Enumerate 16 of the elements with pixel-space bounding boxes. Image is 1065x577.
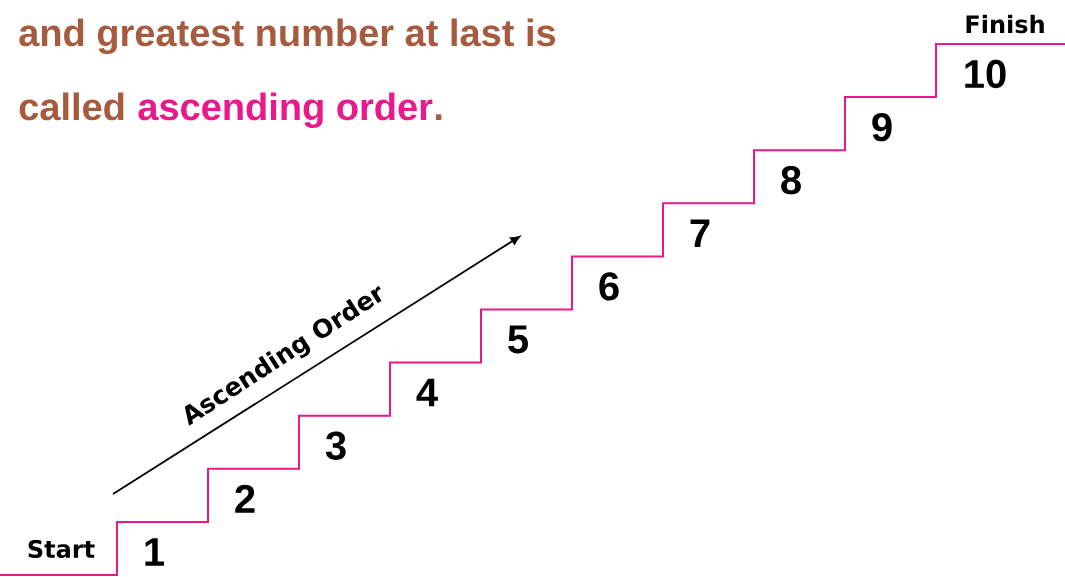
finish-label: Finish xyxy=(966,14,1044,34)
step-number: 3 xyxy=(325,431,346,460)
step-number: 6 xyxy=(599,272,619,301)
step-number: 5 xyxy=(508,325,528,354)
heading-text: called xyxy=(19,92,124,121)
step-number: 7 xyxy=(690,219,710,248)
highlighted-text: ascending order xyxy=(138,92,433,129)
step-number: 8 xyxy=(781,166,801,195)
heading-text: and greatest number at last is xyxy=(19,18,556,55)
step-number: 10 xyxy=(965,59,1006,89)
step-number: 4 xyxy=(416,378,438,407)
step-number: 1 xyxy=(145,538,164,566)
step-number: 2 xyxy=(235,484,255,513)
heading-text: . xyxy=(435,114,442,120)
start-label: Start xyxy=(28,539,95,559)
step-number: 9 xyxy=(872,112,892,142)
